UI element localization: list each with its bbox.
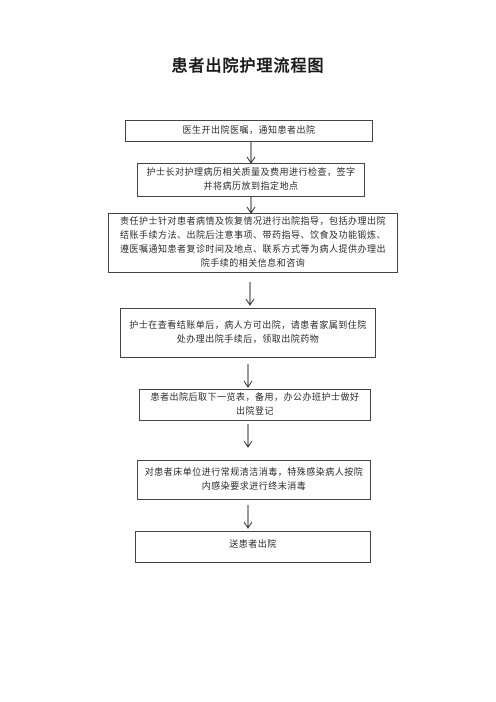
step-5-text: 患者出院后取下一览表，备用，办公办班护士做好出院登记 (150, 393, 360, 417)
step-1-text: 医生开出院医嘱，通知患者出院 (182, 126, 316, 136)
arrow-5-icon (243, 424, 253, 448)
step-2-text: 护士长对护理病历相关质量及费用进行检查，签字并将病历放到指定地点 (146, 168, 356, 192)
step-6-text: 对患者床单位进行常规清洁消毒，特殊感染病人按院内感染要求进行终末消毒 (144, 468, 364, 492)
arrow-6-icon (243, 505, 253, 529)
step-7-text: 送患者出院 (229, 540, 277, 550)
arrow-4-icon (243, 364, 253, 388)
step-2-box: 护士长对护理病历相关质量及费用进行检查，签字并将病历放到指定地点 (137, 163, 365, 197)
step-7-box: 送患者出院 (135, 531, 371, 563)
arrow-3-icon (245, 282, 255, 306)
page-title: 患者出院护理流程图 (171, 56, 325, 75)
step-3-text: 责任护士针对患者病情及恢复情况进行出院指导，包括办理出院结账手续方法、出院后注意… (119, 217, 386, 269)
step-4-box: 护士在查看结账单后，病人方可出院，请患者家属到住院处办理出院手续后，领取出院药物 (120, 308, 376, 358)
step-6-box: 对患者床单位进行常规清洁消毒，特殊感染病人按院内感染要求进行终末消毒 (137, 460, 371, 500)
step-5-box: 患者出院后取下一览表，备用，办公办班护士做好出院登记 (139, 389, 371, 421)
arrow-2-icon (246, 197, 256, 214)
arrow-1-icon (246, 142, 256, 164)
step-3-box: 责任护士针对患者病情及恢复情况进行出院指导，包括办理出院结账手续方法、出院后注意… (108, 213, 398, 273)
step-4-text: 护士在查看结账单后，病人方可出院，请患者家属到住院处办理出院手续后，领取出院药物 (129, 321, 367, 345)
step-1-box: 医生开出院医嘱，通知患者出院 (125, 120, 373, 142)
